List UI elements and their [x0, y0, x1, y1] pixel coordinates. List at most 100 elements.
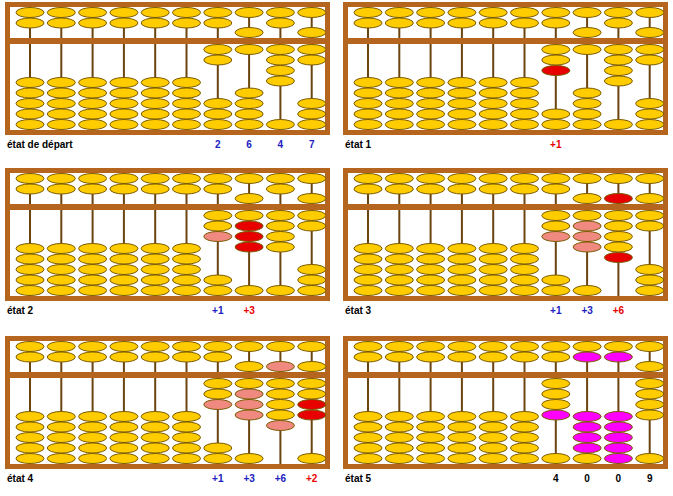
abacus-bead	[16, 443, 44, 453]
abacus-bead	[385, 454, 413, 464]
abacus-bead	[79, 443, 107, 453]
abacus-bead	[511, 342, 539, 352]
bead-value: 6	[246, 139, 252, 151]
abacus-bead	[47, 184, 75, 194]
abacus-bead	[604, 66, 632, 76]
abacus-bead	[636, 28, 664, 38]
abacus-bead	[16, 422, 44, 432]
abacus-bead	[636, 109, 664, 119]
abacus-bead	[47, 422, 75, 432]
abacus-bead	[298, 55, 326, 65]
abacus-bead	[573, 194, 601, 204]
abacus-frame	[346, 5, 666, 133]
abacus-bead	[16, 286, 44, 296]
abacus-bead	[110, 443, 138, 453]
abacus-bead	[511, 99, 539, 109]
abacus-bead	[448, 352, 476, 362]
abacus-bead	[636, 120, 664, 130]
abacus-bead	[204, 120, 232, 130]
state-label: état 3	[345, 305, 371, 317]
abacus-bead	[110, 78, 138, 88]
abacus-bead	[417, 78, 445, 88]
bead-value: 4	[278, 139, 284, 151]
abacus-bead	[385, 174, 413, 184]
abacus-bead	[573, 8, 601, 18]
abacus-bead	[141, 184, 169, 194]
abacus-bead	[110, 109, 138, 119]
abacus-bead	[354, 454, 382, 464]
abacus-bead	[47, 454, 75, 464]
abacus-bead	[511, 174, 539, 184]
abacus-bead	[511, 352, 539, 362]
abacus-bead	[479, 443, 507, 453]
abacus-bead	[573, 88, 601, 98]
abacus-frame	[346, 339, 666, 467]
abacus-bead	[235, 221, 263, 231]
abacus-bead	[604, 45, 632, 55]
abacus-bead	[448, 454, 476, 464]
abacus-bead	[266, 400, 294, 410]
abacus-bead	[479, 342, 507, 352]
abacus-bead	[511, 454, 539, 464]
abacus-bead	[479, 433, 507, 443]
abacus-bead	[511, 120, 539, 130]
abacus-bead	[173, 433, 201, 443]
abacus-bead	[542, 286, 570, 296]
abacus-bead	[573, 454, 601, 464]
bead-value: 2	[215, 139, 221, 151]
abacus-bead	[479, 454, 507, 464]
abacus-bead	[110, 174, 138, 184]
abacus-bead	[448, 254, 476, 264]
abacus-bead	[79, 244, 107, 254]
abacus-bead	[636, 410, 664, 420]
abacus-bead	[204, 8, 232, 18]
abacus-bead	[16, 275, 44, 285]
abacus-beam	[345, 204, 666, 210]
bead-value: +3	[243, 305, 254, 317]
abacus-bead	[636, 221, 664, 231]
abacus-bead	[173, 352, 201, 362]
abacus-bead	[573, 45, 601, 55]
abacus-bead	[266, 66, 294, 76]
abacus-bead	[110, 88, 138, 98]
abacus-bead	[542, 232, 570, 242]
abacus-bead	[604, 76, 632, 86]
abacus-bead	[385, 184, 413, 194]
abacus-bead	[266, 184, 294, 194]
state-label: état 5	[345, 473, 371, 485]
abacus-bead	[354, 18, 382, 28]
abacus-bead	[354, 433, 382, 443]
abacus-bead	[542, 55, 570, 65]
abacus-bead	[16, 412, 44, 422]
abacus-bead	[511, 88, 539, 98]
abacus-bead	[479, 412, 507, 422]
abacus-bead	[47, 99, 75, 109]
abacus-bead	[354, 88, 382, 98]
abacus-bead	[542, 109, 570, 119]
abacus-bead	[235, 99, 263, 109]
abacus-bead	[298, 389, 326, 399]
abacus-bead	[636, 174, 664, 184]
abacus-bead	[235, 362, 263, 372]
abacus-bead	[542, 8, 570, 18]
abacus-bead	[479, 99, 507, 109]
abacus-bead	[417, 174, 445, 184]
abacus-bead	[110, 265, 138, 275]
abacus-bead	[141, 443, 169, 453]
abacus-bead	[141, 8, 169, 18]
state-label: état 1	[345, 139, 371, 151]
abacus-bead	[417, 454, 445, 464]
abacus-bead	[385, 443, 413, 453]
abacus-bead	[385, 275, 413, 285]
abacus-bead	[636, 454, 664, 464]
abacus-bead	[542, 120, 570, 130]
abacus-bead	[204, 109, 232, 119]
abacus-bead	[511, 265, 539, 275]
abacus-bead	[47, 78, 75, 88]
abacus-bead	[542, 18, 570, 28]
abacus-bead	[354, 78, 382, 88]
abacus-bead	[204, 454, 232, 464]
abacus-bead	[235, 232, 263, 242]
abacus-bead	[417, 244, 445, 254]
abacus-bead	[354, 8, 382, 18]
